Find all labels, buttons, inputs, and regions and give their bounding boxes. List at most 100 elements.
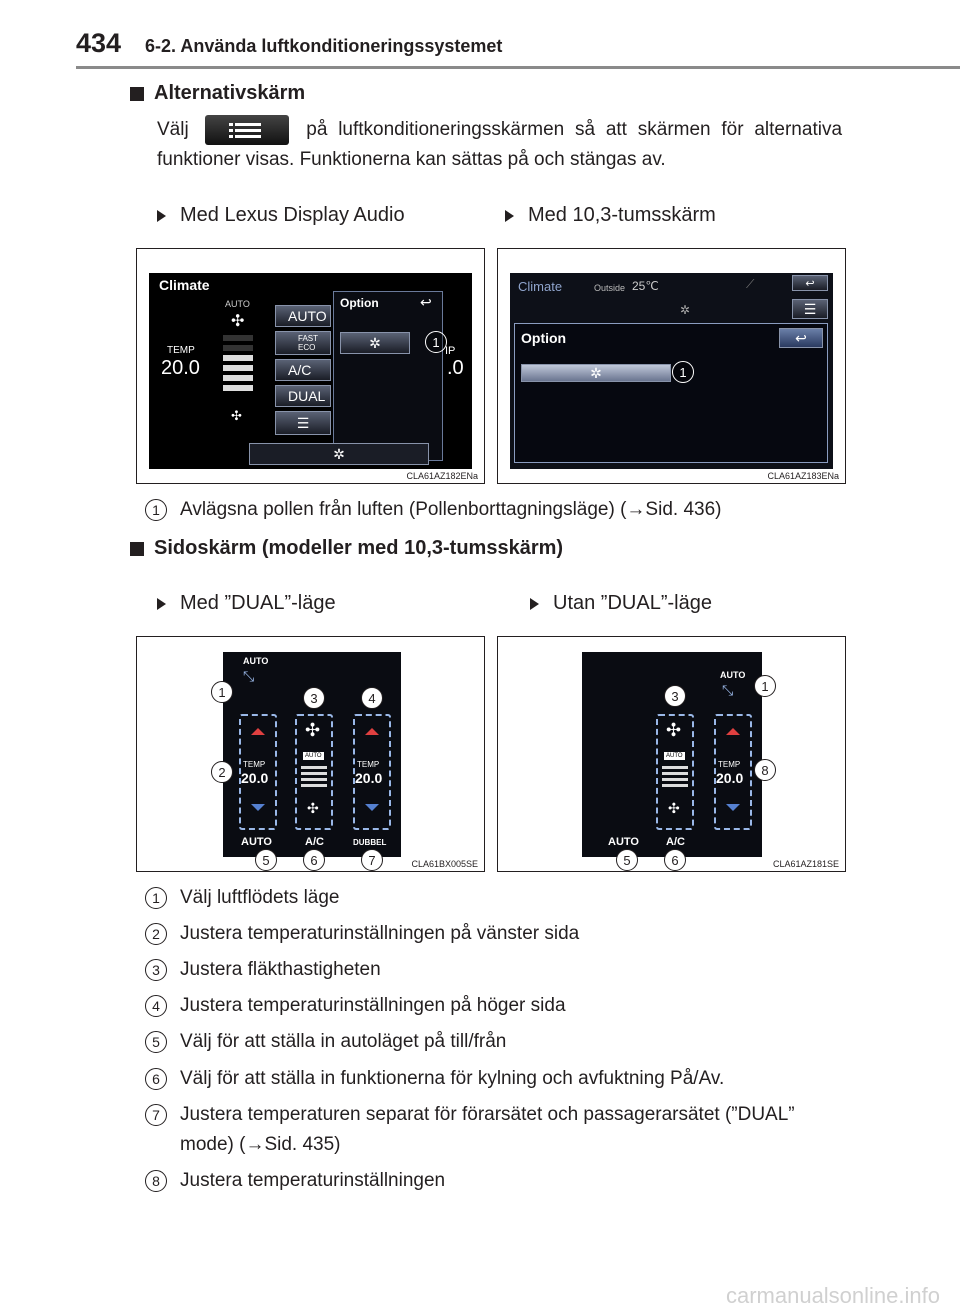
para-text-after: på luftkonditioneringsskärmen så att skä…: [157, 119, 843, 171]
fan-small-icon[interactable]: ✣: [307, 800, 319, 816]
header-rule: [76, 66, 960, 69]
list-item: Justera temperaturen separat för förarsä…: [180, 1104, 795, 1155]
sub-heading-text: Med 10,3-tumsskärm: [528, 204, 716, 226]
callout-marker-1: 1: [672, 361, 694, 383]
sub-heading-text: Utan ”DUAL”-läge: [553, 592, 712, 614]
callout-marker-5: 5: [255, 849, 277, 871]
callout-marker-1: 1: [211, 681, 233, 703]
fan-icon[interactable]: ✣: [305, 720, 321, 740]
page-header: 434 6-2. Använda luftkonditioneringssyst…: [0, 0, 960, 70]
outside-label: Outside: [594, 283, 626, 293]
list-button[interactable]: ☰: [792, 299, 828, 319]
list-number-badge: 8: [145, 1170, 167, 1192]
fan-level-bars: [301, 766, 327, 790]
auto-button[interactable]: AUTO: [241, 836, 272, 848]
fan-level-bars: [662, 766, 688, 790]
option-title: Option: [521, 330, 567, 346]
left-temp-up-icon[interactable]: [251, 728, 265, 735]
watermark: carmanualsonline.info: [725, 1283, 940, 1308]
list-number-badge: 2: [145, 923, 167, 945]
right-temp-value: 20.0: [355, 770, 383, 786]
figure-dual-mode: AUTO ⤡ TEMP 20.0 ✣ AUTO ✣ TEMP 20.0 AUTO…: [136, 636, 485, 872]
list-item: Justera temperaturinställningen: [180, 1170, 446, 1191]
fan-column[interactable]: [656, 714, 694, 830]
fast-label: FAST: [298, 334, 319, 343]
right-temp-column[interactable]: [353, 714, 391, 830]
climate-screen-10inch: Climate Outside 25℃ ⟋ ↩ ☰ ✲ Option ↩ ✲ 1: [510, 273, 833, 469]
fast-eco-button[interactable]: FAST ECO: [275, 331, 331, 355]
airflow-mode-icon[interactable]: ⤡: [243, 668, 255, 684]
list-number-badge: 6: [145, 1068, 167, 1090]
triangle-bullet-icon: [530, 597, 539, 610]
right-temp-up-icon[interactable]: [365, 728, 379, 735]
fan-small-icon[interactable]: ✣: [668, 800, 680, 816]
fan-auto-label: AUTO: [664, 752, 685, 760]
climate-label: Climate: [518, 279, 563, 294]
callout-marker-6: 6: [664, 849, 686, 871]
back-button[interactable]: ↩: [779, 328, 823, 348]
back-arrow-icon[interactable]: ↩: [420, 294, 432, 310]
auto-small-label: AUTO: [225, 299, 250, 309]
auto-button[interactable]: AUTO: [608, 836, 639, 848]
left-temp-down-icon[interactable]: [251, 804, 265, 811]
sub-heading-10inch: Med 10,3-tumsskärm: [505, 204, 716, 227]
ac-button[interactable]: A/C: [275, 359, 331, 381]
callout-marker-5: 5: [616, 849, 638, 871]
temp-column[interactable]: [714, 714, 752, 830]
figure-10inch: Climate Outside 25℃ ⟋ ↩ ☰ ✲ Option ↩ ✲ 1…: [497, 248, 846, 484]
pollen-mode-button[interactable]: ✲: [340, 332, 410, 354]
figure-caption: CLA61AZ182ENa: [406, 471, 478, 481]
list-number-badge: 4: [145, 995, 167, 1017]
outside-temp: 25℃: [632, 279, 659, 293]
temp-label: TEMP: [718, 760, 741, 769]
temp-up-icon[interactable]: [726, 728, 740, 735]
right-temp-down-icon[interactable]: [365, 804, 379, 811]
ac-button[interactable]: A/C: [666, 836, 685, 848]
square-bullet-icon: [130, 541, 144, 556]
sub-heading-display-audio: Med Lexus Display Audio: [157, 204, 405, 227]
fan-column[interactable]: [295, 714, 333, 830]
list-number-badge: 5: [145, 1031, 167, 1053]
callout-marker-2: 2: [211, 761, 233, 783]
auto-button[interactable]: AUTO: [275, 305, 331, 327]
pollen-mode-button[interactable]: ✲: [521, 364, 671, 382]
list-item: Justera temperaturinställningen på vänst…: [180, 923, 580, 944]
list-item: Justera temperaturinställningen på höger…: [180, 995, 566, 1016]
left-temp-label: TEMP: [243, 760, 266, 769]
fan-icon: ✣: [231, 313, 245, 330]
fan-icon[interactable]: ✣: [666, 720, 682, 740]
airflow-mode-icon[interactable]: ⤡: [722, 682, 734, 698]
mute-icon: ⟋: [746, 277, 755, 291]
callout-marker-1: 1: [754, 675, 776, 697]
option-list-button[interactable]: ☰: [275, 411, 331, 435]
page-number: 434: [76, 28, 122, 58]
pollen-icon-top: ✲: [680, 303, 691, 317]
temp-down-icon[interactable]: [726, 804, 740, 811]
fan-auto-label: AUTO: [303, 752, 324, 760]
pollen-bottom-button[interactable]: ✲: [249, 443, 429, 465]
figure-caption: CLA61AZ181SE: [772, 859, 839, 869]
left-temp-column[interactable]: [239, 714, 277, 830]
side-screen-dual: AUTO ⤡ TEMP 20.0 ✣ AUTO ✣ TEMP 20.0 AUTO…: [223, 652, 401, 857]
section-title-text: Alternativskärm: [154, 82, 306, 104]
triangle-bullet-icon: [157, 597, 166, 610]
side-screen-no-dual: AUTO ⤡ ✣ AUTO ✣ TEMP 20.0 AUTO A/C: [582, 652, 762, 857]
callout-marker-3: 3: [303, 687, 325, 709]
callout-marker-8: 8: [754, 759, 776, 781]
back-button-top[interactable]: ↩: [792, 275, 828, 291]
auto-top-label: AUTO: [243, 656, 269, 666]
square-bullet-icon: [130, 86, 144, 101]
section-title-alternativskarm: Alternativskärm: [130, 82, 305, 105]
figure-display-audio: Climate AUTO ✣ ✣ TEMP 20.0 AUTO FAST ECO…: [136, 248, 485, 484]
dual-button[interactable]: DUAL: [275, 385, 331, 407]
temp-value: 20.0: [716, 770, 744, 786]
list-number-badge: 3: [145, 959, 167, 981]
callout-marker-6: 6: [303, 849, 325, 871]
chapter-title: 6-2. Använda luftkonditioneringssystemet: [145, 36, 503, 56]
para-text-before: Välj: [157, 119, 189, 141]
ac-button[interactable]: A/C: [305, 836, 324, 848]
temp-value: 20.0: [161, 357, 200, 379]
option-panel: Option ↩ ✲: [333, 291, 443, 461]
dubbel-button[interactable]: DUBBEL: [353, 838, 387, 847]
section-title-text: Sidoskärm (modeller med 10,3-tumsskärm): [154, 537, 564, 559]
